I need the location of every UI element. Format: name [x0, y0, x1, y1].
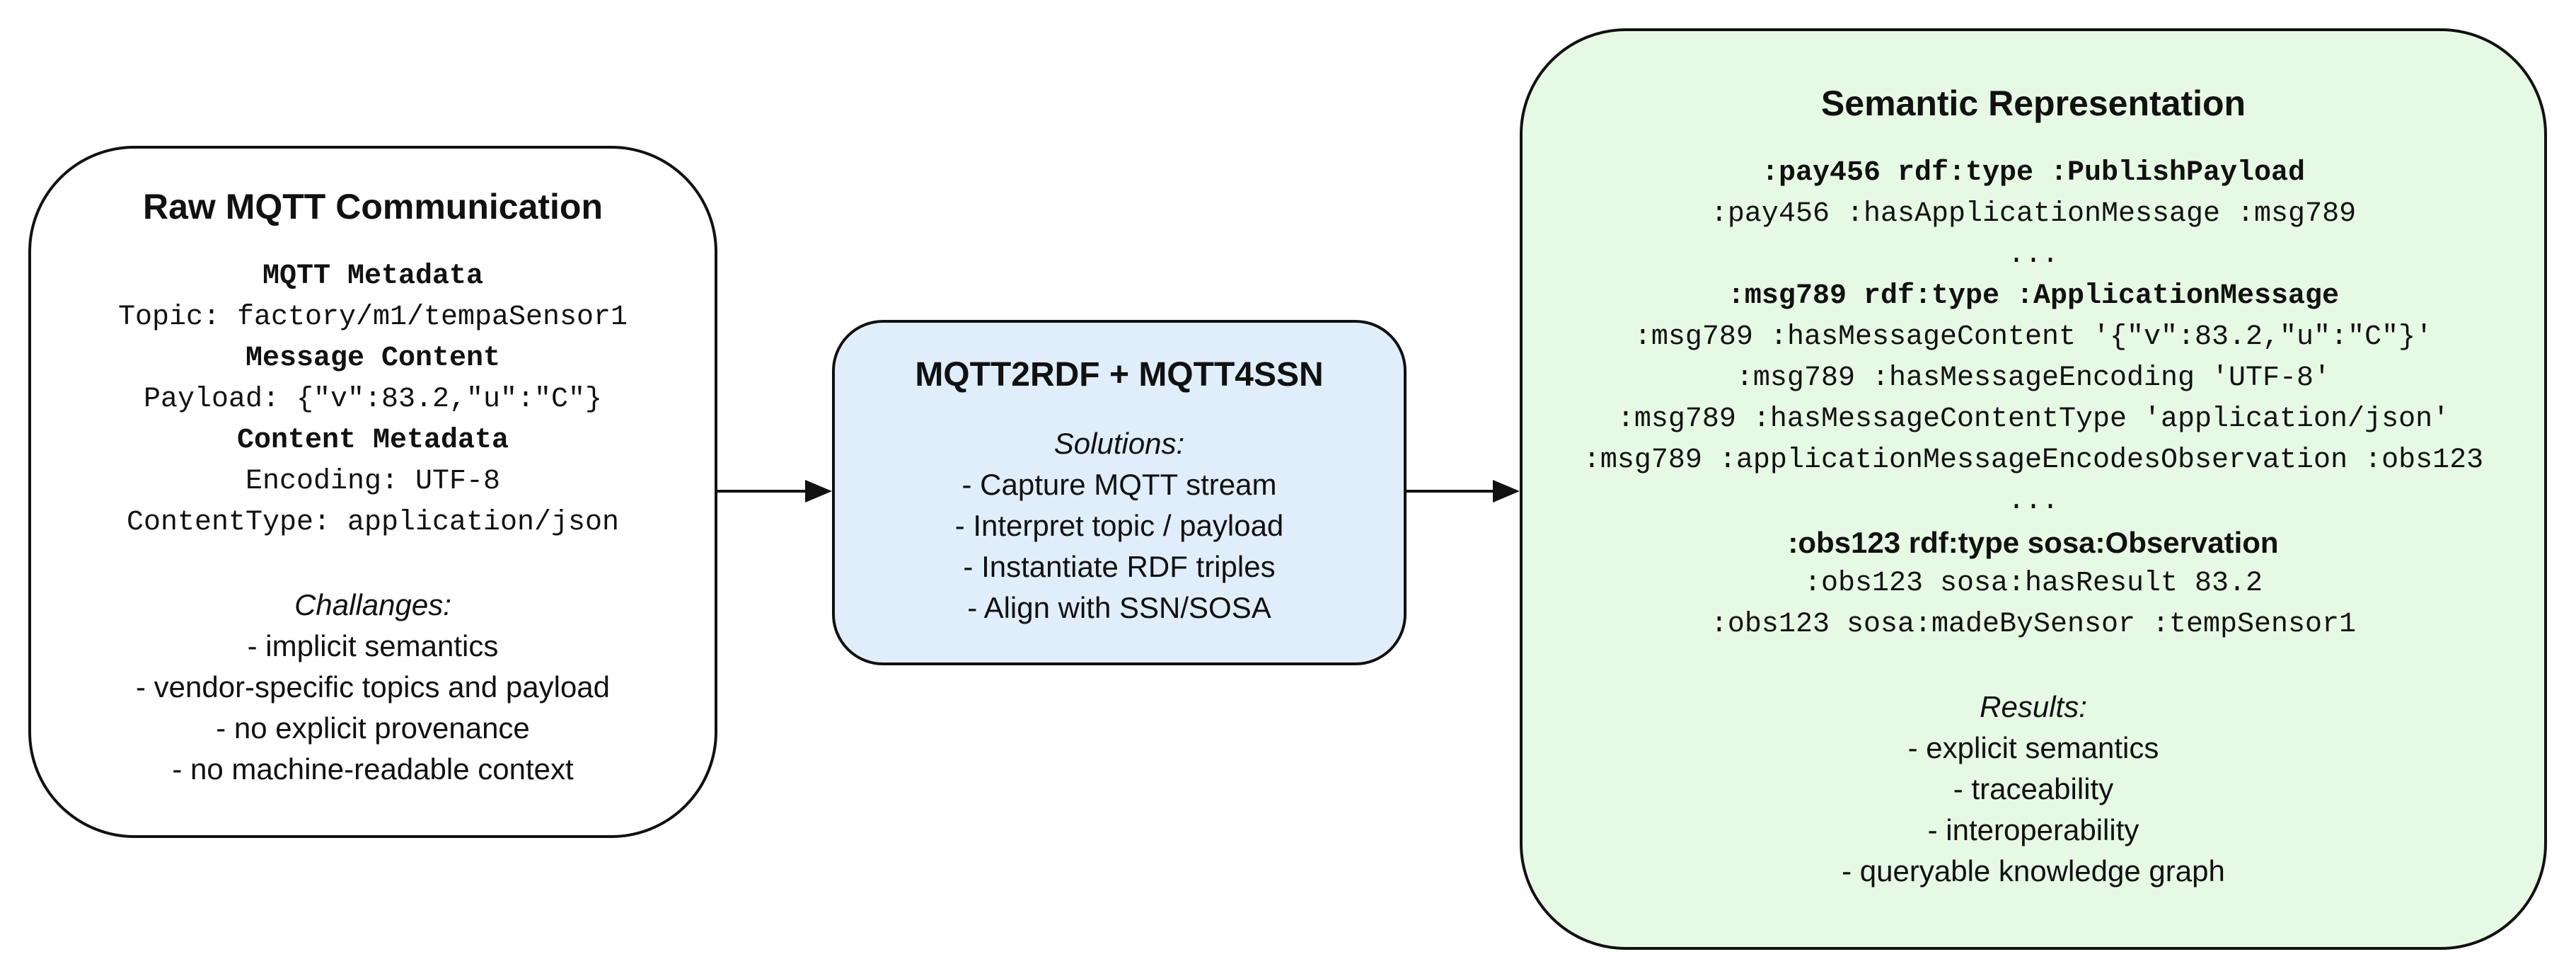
- triple-line: :obs123 sosa:hasResult 83.2: [1803, 568, 2263, 599]
- content-type-line: ContentType: application/json: [126, 507, 620, 539]
- topic-line: Topic: factory/m1/tempaSensor1: [117, 302, 628, 333]
- solution-item: - Instantiate RDF triples: [963, 550, 1276, 583]
- result-item: - queryable knowledge graph: [1842, 854, 2225, 888]
- solution-item: - Capture MQTT stream: [961, 468, 1277, 501]
- challenge-item: - implicit semantics: [247, 629, 499, 662]
- triple-line: :pay456 rdf:type :PublishPayload: [1761, 157, 2306, 189]
- challenge-item: - vendor-specific topics and payload: [135, 670, 611, 704]
- mid-title: MQTT2RDF + MQTT4SSN: [915, 356, 1324, 394]
- solutions-label: Solutions:: [1053, 427, 1185, 460]
- triple-line: :pay456 :hasApplicationMessage :msg789: [1710, 198, 2357, 230]
- message-content-heading: Message Content: [245, 343, 501, 374]
- triple-line: :obs123 sosa:madeBySensor :tempSensor1: [1710, 609, 2357, 641]
- challenge-item: - no explicit provenance: [216, 711, 530, 745]
- mqtt2rdf-box: MQTT2RDF + MQTT4SSN Solutions: - Capture…: [832, 320, 1407, 665]
- arrowhead-raw-to-mid: [805, 480, 832, 503]
- raw-title: Raw MQTT Communication: [143, 187, 603, 226]
- sem-title: Semantic Representation: [1820, 84, 2246, 123]
- ellipsis-line: ...: [2007, 239, 2059, 271]
- triple-line: :msg789 :hasMessageContent '{"v":83.2,"u…: [1634, 321, 2433, 353]
- triple-line: :msg789 :applicationMessageEncodesObserv…: [1583, 444, 2484, 476]
- arrowhead-mid-to-sem: [1493, 480, 1520, 503]
- semantic-representation-box: Semantic Representation :pay456 rdf:type…: [1520, 28, 2547, 950]
- triple-line: :msg789 rdf:type :ApplicationMessage: [1727, 280, 2340, 312]
- challenge-item: - no machine-readable context: [172, 752, 574, 786]
- content-metadata-heading: Content Metadata: [236, 425, 509, 457]
- ellipsis-line: ...: [2007, 486, 2059, 517]
- solution-item: - Align with SSN/SOSA: [967, 591, 1271, 624]
- result-item: - interoperability: [1927, 813, 2139, 846]
- payload-line: Payload: {"v":83.2,"u":"C"}: [143, 384, 603, 415]
- results-label: Results:: [1980, 690, 2087, 723]
- result-item: - explicit semantics: [1907, 731, 2159, 764]
- raw-mqtt-box: Raw MQTT Communication MQTT Metadata Top…: [28, 146, 717, 838]
- result-item: - traceability: [1953, 772, 2114, 805]
- challenges-label: Challanges:: [294, 588, 451, 621]
- triple-line: :msg789 :hasMessageContentType 'applicat…: [1617, 403, 2450, 435]
- encoding-line: Encoding: UTF-8: [245, 466, 501, 498]
- mqtt-metadata-heading: MQTT Metadata: [262, 260, 484, 292]
- solution-item: - Interpret topic / payload: [954, 509, 1284, 542]
- triple-line: :msg789 :hasMessageEncoding 'UTF-8': [1735, 362, 2331, 394]
- triple-line: :obs123 rdf:type sosa:Observation: [1788, 526, 2279, 559]
